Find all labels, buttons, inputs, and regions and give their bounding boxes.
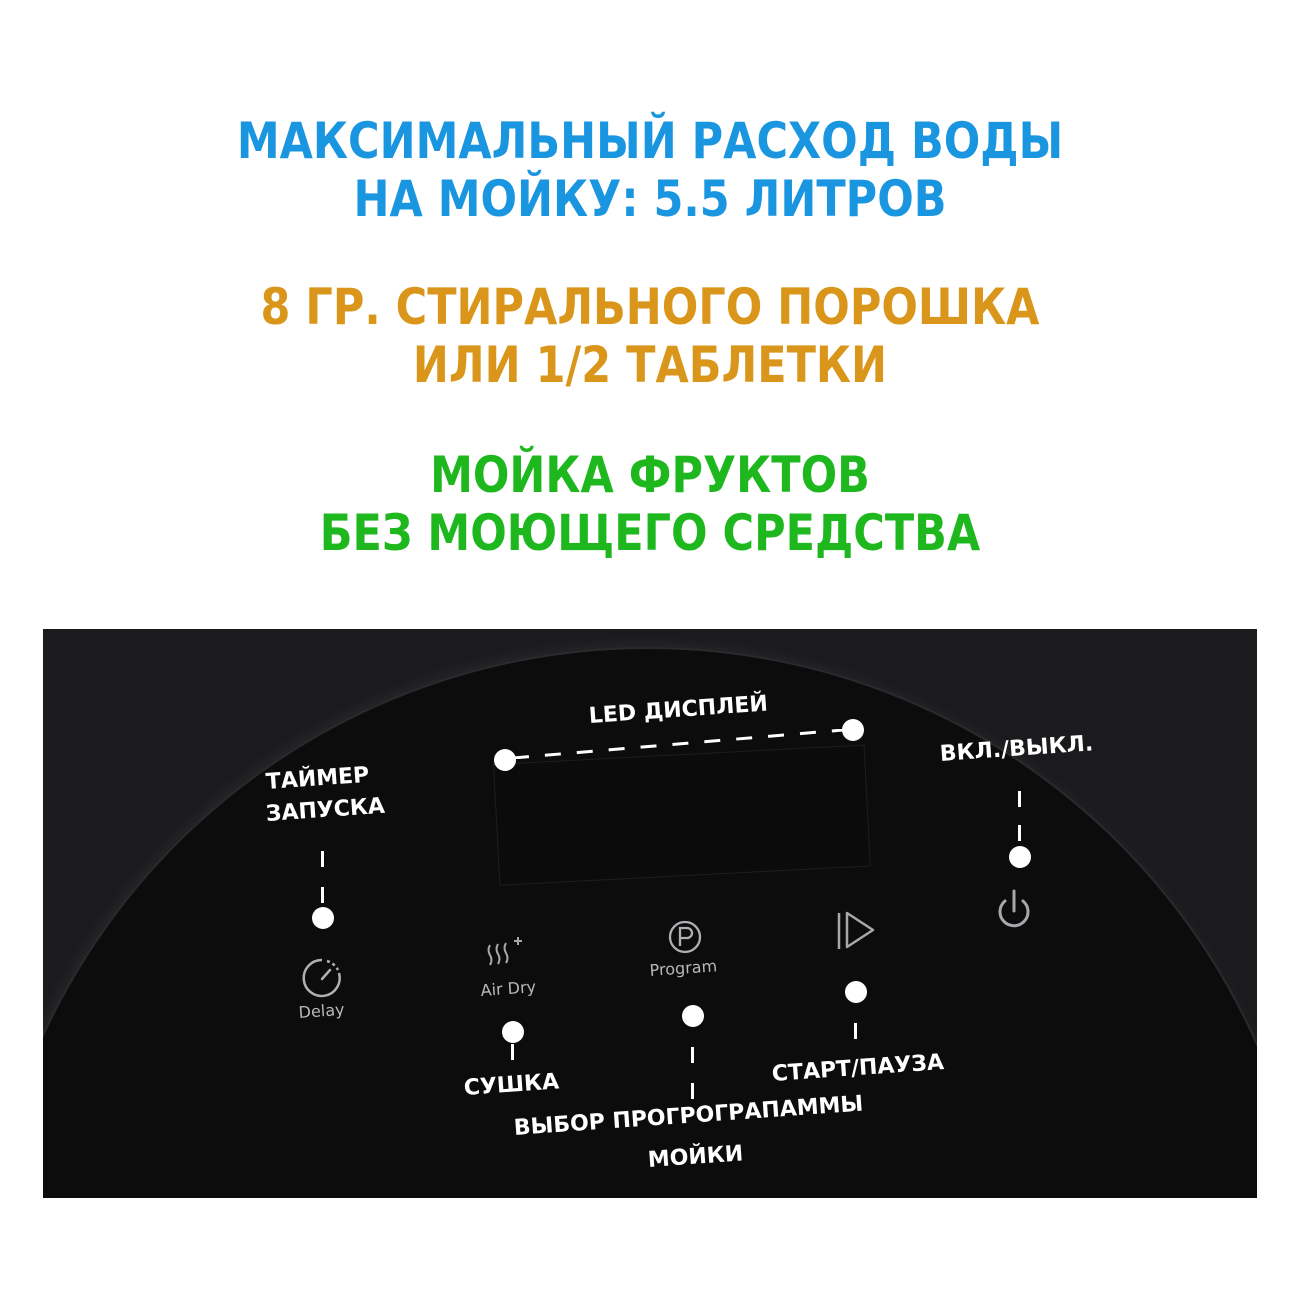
- headline-fruit-line2: БЕЗ МОЮЩЕГО СРЕДСТВА: [319, 504, 981, 562]
- timer-icon[interactable]: [301, 957, 343, 1003]
- headline-detergent-line1: 8 ГР. СТИРАЛЬНОГО ПОРОШКА: [260, 278, 1040, 336]
- headline-water-line2: НА МОЙКУ: 5.5 ЛИТРОВ: [353, 170, 947, 228]
- callout-dot-start-pause: [845, 981, 867, 1003]
- headline-water-consumption: МАКСИМАЛЬНЫЙ РАСХОД ВОДЫ НА МОЙКУ: 5.5 Л…: [91, 112, 1209, 228]
- callout-delay-dash: [321, 851, 324, 867]
- callout-dot-led-right: [842, 719, 864, 741]
- heat-waves-plus-icon[interactable]: [486, 935, 528, 977]
- headline-fruit-line1: МОЙКА ФРУКТОВ: [430, 446, 870, 504]
- play-pause-icon[interactable]: [835, 909, 879, 957]
- callout-dot-air-dry: [502, 1021, 524, 1043]
- callout-dot-led-left: [494, 749, 516, 771]
- power-icon[interactable]: [993, 887, 1035, 937]
- callout-drying-dash: [511, 1044, 514, 1060]
- callout-power-dash: [1018, 791, 1021, 807]
- callout-program-dash: [691, 1083, 694, 1099]
- callout-dot-power: [1009, 846, 1031, 868]
- callout-led-dashed-line: [512, 728, 844, 760]
- control-panel-photo: LED ДИСПЛЕЙ ВКЛ./ВЫКЛ. ТАЙМЕР ЗАПУСКА De…: [43, 629, 1257, 1198]
- headline-fruit-wash: МОЙКА ФРУКТОВ БЕЗ МОЮЩЕГО СРЕДСТВА: [91, 446, 1209, 562]
- callout-dot-delay: [312, 907, 334, 929]
- callout-power-dash: [1018, 825, 1021, 841]
- circled-p-icon[interactable]: [667, 919, 703, 959]
- headline-detergent-line2: ИЛИ 1/2 ТАБЛЕТКИ: [412, 336, 888, 394]
- headline-water-line1: МАКСИМАЛЬНЫЙ РАСХОД ВОДЫ: [236, 112, 1064, 170]
- callout-delay-dash: [321, 887, 324, 903]
- callout-dot-program: [682, 1005, 704, 1027]
- delay-button-label: Delay: [298, 999, 346, 1022]
- callout-program-dash: [691, 1047, 694, 1063]
- headline-detergent: 8 ГР. СТИРАЛЬНОГО ПОРОШКА ИЛИ 1/2 ТАБЛЕТ…: [91, 278, 1209, 394]
- callout-start-pause-dash: [854, 1023, 857, 1039]
- led-display-screen: [493, 744, 871, 886]
- air-dry-button-label: Air Dry: [480, 977, 537, 1000]
